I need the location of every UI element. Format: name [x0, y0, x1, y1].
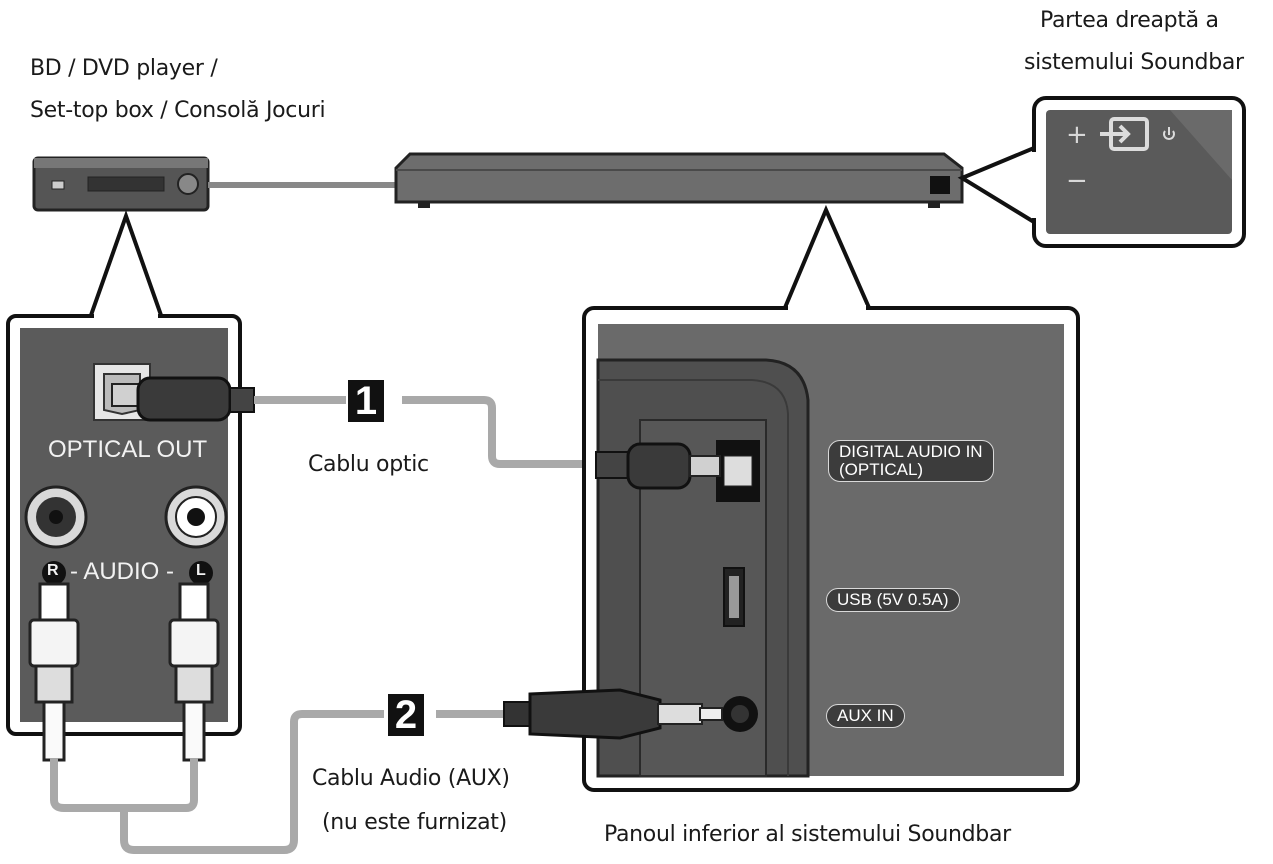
- aux-in-port: [722, 696, 758, 732]
- l-badge-label: L: [196, 562, 206, 579]
- aux-cable-label-line2: (nu este furnizat): [322, 810, 507, 835]
- aux-jack-plug: [503, 688, 723, 740]
- audio-r-socket: [24, 485, 88, 549]
- rca-plug-r: [28, 582, 80, 762]
- digital-audio-in-port: [716, 440, 760, 502]
- input-source-icon: [1100, 117, 1149, 151]
- step-2-badge: 2: [388, 694, 424, 736]
- soundbar-right-side-panel: [1032, 96, 1246, 248]
- soundbar: [394, 152, 964, 208]
- optical-plug-source: [111, 376, 255, 422]
- l-badge: [189, 561, 213, 585]
- audio-label: - AUDIO -: [70, 558, 175, 585]
- optical-plug-soundbar: [595, 442, 721, 490]
- source-device-label-line1: BD / DVD player /: [30, 56, 218, 81]
- volume-plus-button: +: [1066, 120, 1088, 150]
- source-device-label-line2: Set-top box / Consolă Jocuri: [30, 98, 326, 123]
- soundbar-right-label-line2: sistemului Soundbar: [1024, 50, 1244, 75]
- volume-minus-button: −: [1066, 166, 1088, 196]
- step-1-badge: 1: [348, 380, 384, 422]
- optical-out-label: OPTICAL OUT: [48, 436, 208, 463]
- digital-audio-in-tag: DIGITAL AUDIO IN (OPTICAL): [828, 440, 994, 482]
- right-side-callout-pointer: [957, 145, 1036, 226]
- digital-audio-in-line1: DIGITAL AUDIO IN: [839, 442, 983, 461]
- bottom-panel-callout-pointer: [780, 204, 874, 312]
- r-badge-label: R: [47, 562, 59, 579]
- rca-plug-l: [168, 582, 220, 762]
- soundbar-right-label-line1: Partea dreaptă a: [1040, 8, 1219, 33]
- usb-tag: USB (5V 0.5A): [826, 588, 960, 612]
- source-panel-callout-pointer: [87, 209, 165, 320]
- bd-dvd-player: [32, 156, 210, 212]
- soundbar-bottom-panel-label: Panoul inferior al sistemului Soundbar: [604, 822, 1011, 847]
- r-badge: [42, 561, 66, 585]
- optical-cable-label: Cablu optic: [308, 452, 429, 477]
- audio-l-socket: [164, 485, 228, 549]
- aux-cable-path: [120, 710, 384, 854]
- aux-in-tag: AUX IN: [826, 704, 905, 728]
- aux-cable-label-line1: Cablu Audio (AUX): [312, 766, 510, 791]
- digital-audio-in-line2: (OPTICAL): [839, 460, 924, 479]
- rca-y-cable: [50, 758, 198, 812]
- power-icon: [1163, 127, 1175, 140]
